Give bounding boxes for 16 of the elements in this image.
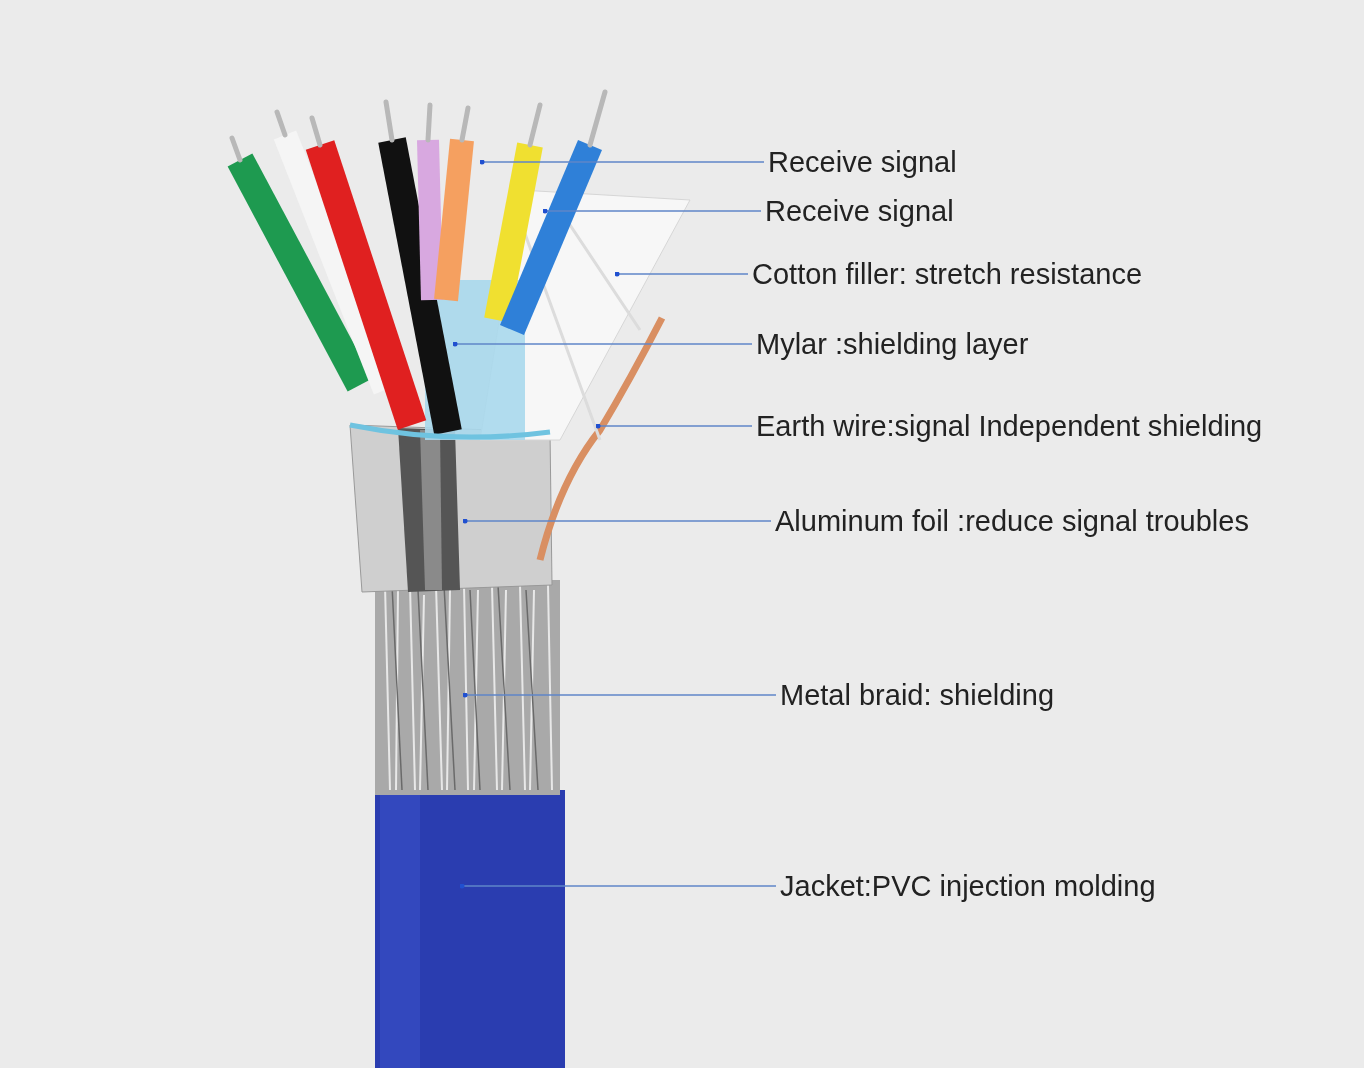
leader-line	[462, 518, 772, 524]
leader-line	[452, 341, 753, 347]
part-label: Mylar :shielding layer	[756, 327, 1029, 361]
part-label: Metal braid: shielding	[780, 678, 1055, 712]
leader-line	[462, 692, 777, 698]
part-label: Earth wire:signal Independent shielding	[756, 409, 1263, 443]
leader-line	[595, 423, 753, 429]
part-label: Receive signal	[765, 194, 954, 228]
part-label: Jacket:PVC injection molding	[780, 869, 1156, 903]
leader-line	[614, 271, 749, 277]
leader-line	[542, 208, 762, 214]
part-label: Cotton filler: stretch resistance	[752, 257, 1143, 291]
leader-line	[479, 159, 765, 165]
part-label: Aluminum foil :reduce signal troubles	[775, 504, 1249, 538]
part-label: Receive signal	[768, 145, 957, 179]
leader-line	[459, 883, 777, 889]
